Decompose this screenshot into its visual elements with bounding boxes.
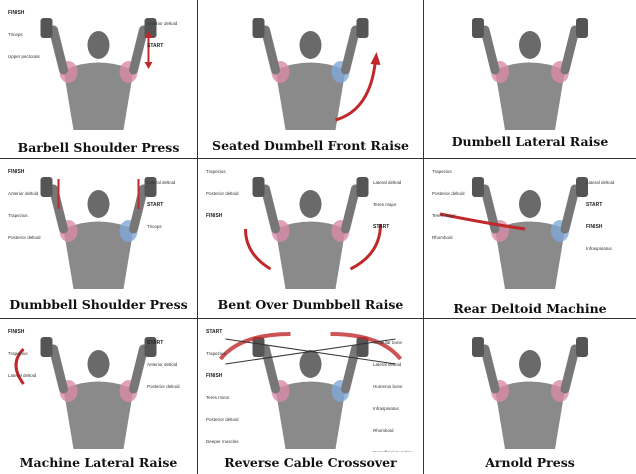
annotation-label: Lateral deltoid bbox=[8, 373, 37, 378]
annotation-label: Trapezius bbox=[206, 351, 226, 356]
annotation-label: Anterior deltoid bbox=[8, 191, 39, 196]
annotation-label: Infraspinatus bbox=[586, 246, 613, 251]
annotation-label: START bbox=[373, 224, 389, 230]
annotation-label: START bbox=[147, 43, 163, 49]
exercise-illustration bbox=[218, 332, 403, 449]
exercise-illustration bbox=[472, 18, 588, 130]
annotation-label: START bbox=[206, 329, 222, 335]
annotation-label: Teres minor bbox=[206, 395, 230, 400]
exercise-illustration bbox=[14, 337, 157, 449]
annotation-label: Teres major bbox=[432, 213, 456, 218]
annotation-label: FINISH bbox=[206, 373, 223, 379]
grid-divider bbox=[423, 0, 424, 474]
annotation-label: FINISH bbox=[8, 329, 25, 335]
grid-divider bbox=[0, 318, 636, 319]
exercise-card: Dumbell Lateral Raise bbox=[424, 0, 636, 158]
annotation-label: FINISH bbox=[8, 10, 25, 16]
exercise-title: Dumbell Lateral Raise bbox=[451, 134, 609, 149]
annotation-label: Posterior deltoid bbox=[206, 191, 239, 196]
annotation-label: Deeper muscles bbox=[206, 439, 239, 444]
exercise-illustration bbox=[40, 18, 157, 130]
exercise-title: Barbell Shoulder Press bbox=[17, 140, 180, 155]
exercise-illustration bbox=[244, 177, 382, 289]
annotation-label: FINISH bbox=[206, 213, 223, 219]
annotation-label: START bbox=[586, 202, 602, 208]
annotation-label: Upper pectorals bbox=[8, 54, 41, 59]
annotation-label: START bbox=[147, 340, 163, 346]
grid-divider bbox=[197, 0, 198, 474]
annotation-label: Lateral deltoid bbox=[373, 362, 402, 367]
exercise-title: Reverse Cable Crossover bbox=[224, 455, 397, 470]
annotation-label: Triceps bbox=[8, 32, 23, 37]
exercise-title: Dumbbell Shoulder Press bbox=[9, 297, 188, 312]
exercise-illustration bbox=[252, 18, 381, 130]
exercise-illustration bbox=[472, 18, 588, 130]
annotation-label: Lateral deltoid bbox=[373, 180, 402, 185]
annotation-label: Trapezius bbox=[206, 169, 226, 174]
annotation-label: Rhomboid bbox=[432, 235, 453, 240]
annotation-label: Posterior deltoid bbox=[432, 191, 465, 196]
annotation-label: Lateral deltoid bbox=[147, 180, 176, 185]
annotation-label: Trapezius bbox=[432, 169, 452, 174]
exercise-title: Arnold Press bbox=[485, 455, 575, 470]
exercise-title: Rear Deltoid Machine bbox=[453, 301, 607, 316]
exercise-illustration bbox=[439, 177, 588, 289]
exercise-title: Bent Over Dumbbell Raise bbox=[217, 297, 404, 312]
exercise-card: Seated Dumbell Front Raise bbox=[198, 0, 423, 158]
exercise-title: Machine Lateral Raise bbox=[19, 455, 178, 470]
annotation-label: Posterior deltoid bbox=[147, 384, 180, 389]
exercise-illustration bbox=[40, 177, 157, 289]
annotation-label: Anterior deltoid bbox=[147, 21, 178, 26]
exercise-illustration bbox=[252, 18, 381, 130]
exercise-title: Seated Dumbell Front Raise bbox=[212, 138, 409, 153]
annotation-label: Humerus bone bbox=[373, 384, 403, 389]
grid-divider bbox=[0, 158, 636, 159]
annotation-label: START bbox=[147, 202, 163, 208]
annotation-label: Trapezius bbox=[8, 213, 28, 218]
annotation-label: Trapezius bbox=[8, 351, 28, 356]
annotation-label: Infraspinatus bbox=[373, 406, 400, 411]
exercise-illustration bbox=[472, 337, 588, 449]
annotation-label: Superficial muscles bbox=[373, 450, 413, 452]
exercise-card: Arnold Press bbox=[424, 319, 636, 474]
annotation-label: Posterior deltoid bbox=[206, 417, 239, 422]
annotation-label: Anterior deltoid bbox=[147, 362, 178, 367]
annotation-label: Rhomboid bbox=[373, 428, 394, 433]
annotation-label: Scapular bone bbox=[373, 340, 403, 345]
annotation-label: FINISH bbox=[8, 169, 25, 175]
annotation-label: FINISH bbox=[586, 224, 603, 230]
annotation-label: Triceps bbox=[147, 224, 162, 229]
exercise-illustration bbox=[472, 337, 588, 449]
annotation-label: Lateral deltoid bbox=[586, 180, 615, 185]
annotation-label: Posterior deltoid bbox=[8, 235, 41, 240]
annotation-label: Teres major bbox=[373, 202, 397, 207]
